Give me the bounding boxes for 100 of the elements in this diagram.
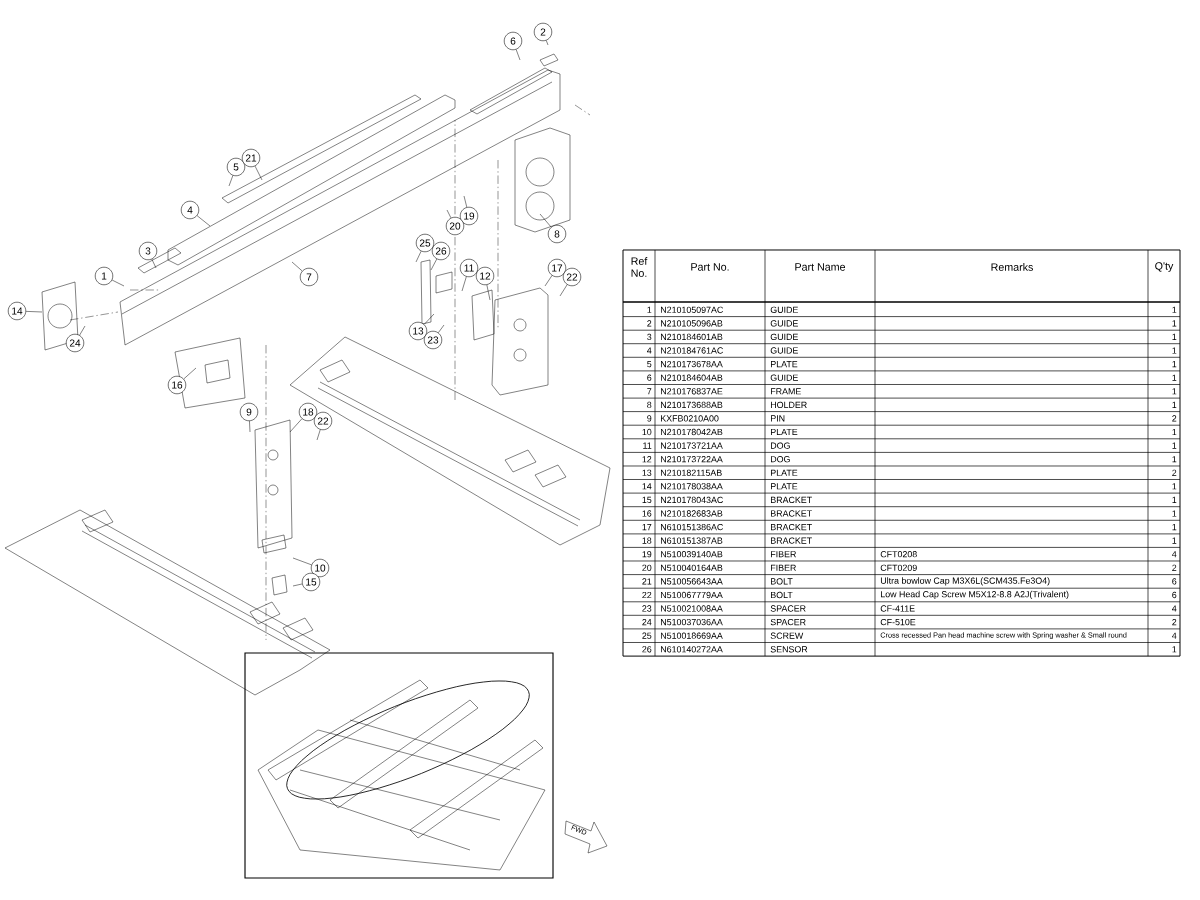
table-header: Ref No. [631,257,648,277]
table-cell: GUIDE [770,374,798,381]
table-cell: BRACKET [771,496,812,504]
callout-number: 16 [167,375,187,395]
callout-number: 22 [562,267,582,287]
callout-number: 18 [298,402,318,422]
table-cell: PIN [771,415,785,422]
table-cell: 13 [642,469,652,476]
table-cell: 1 [1172,442,1177,449]
table-cell: N210105096AB [661,320,723,327]
callout-number: 26 [431,241,451,261]
callout-number: 8 [547,224,567,244]
callout-number: 6 [503,31,523,51]
table-cell: FIBER [771,564,796,571]
table-cell: PLATE [771,469,798,476]
callout-number: 12 [475,266,495,286]
leader-line [196,215,211,227]
table-cell: DOG [771,442,790,449]
table-cell: PLATE [771,428,798,436]
table-header: Remarks [991,263,1033,271]
table-cell: 8 [647,401,652,409]
table-cell: GUIDE [770,347,798,354]
table-cell: 1 [1172,374,1177,381]
table-cell: 2 [1172,415,1177,422]
leader-line [316,429,321,441]
table-cell: 25 [642,632,652,639]
table-cell: 1 [1172,388,1177,395]
table-cell: 1 [1172,483,1177,490]
table-cell: SPACER [770,605,806,612]
table-cell: Low Head Cap Screw M5X12-8.8 A2J(Trivalent) [881,590,1069,600]
table-cell: SENSOR [770,646,808,653]
table-cell: GUIDE [770,306,798,313]
table-cell: N510037036AA [661,618,723,626]
table-cell: N510067779AA [661,591,723,599]
table-cell: CFT0208 [880,551,917,558]
leader-line [151,258,157,269]
table-cell: KXFB0210A00 [661,415,719,422]
table-cell: BOLT [771,578,793,585]
table-cell: GUIDE [770,333,798,341]
leader-line [486,284,491,301]
table-cell: BRACKET [771,537,812,544]
table-cell: HOLDER [771,401,807,409]
callout-number: 13 [408,321,428,341]
table-cell: 20 [642,564,652,571]
leader-line [446,209,452,219]
leader-line [111,279,125,287]
leader-line [254,165,263,181]
table-cell: BOLT [771,591,793,599]
table-cell: 1 [1172,646,1177,653]
table-cell: 1 [1172,537,1177,544]
table-cell: 24 [642,619,652,626]
callout-number: 25 [415,233,435,253]
table-cell: N210184604AB [661,374,723,381]
table-header: Part No. [691,263,729,271]
table-cell: 1 [1172,361,1177,368]
table-cell: N610151386AC [661,523,723,531]
table-cell: 21 [642,578,652,585]
table-cell: 1 [1172,510,1177,517]
table-cell: 2 [1172,469,1177,476]
callout-number: 3 [138,241,158,261]
table-cell: 1 [1172,401,1177,408]
table-cell: 1 [1172,320,1177,327]
table-cell: SPACER [770,618,806,626]
leader-line [292,557,312,566]
callout-number: 14 [7,301,27,321]
callout-number: 1 [94,266,114,286]
table-cell: PLATE [771,483,798,490]
callout-number: 2 [533,22,553,42]
leader-line [292,583,303,587]
callout-number: 7 [299,267,319,287]
table-cell: 6 [1172,578,1177,585]
table-cell: N210182683AB [661,510,723,517]
table-cell: N510056643AA [661,578,723,585]
table-cell: 1 [1172,333,1177,340]
callout-number: 11 [459,258,479,278]
table-cell: 26 [642,646,652,653]
table-cell: 6 [647,374,652,381]
callout-number: 22 [313,411,333,431]
table-cell: 5 [647,361,652,368]
table-cell: BRACKET [771,523,812,531]
callout-number: 4 [180,200,200,220]
table-cell: Ultra bowlow Cap M3X6L(SCM435.Fe3O4) [880,577,1050,586]
leader-line [461,276,467,292]
table-cell: N210173721AA [661,442,723,449]
table-cell: SCREW [770,632,804,639]
leader-line [415,250,422,263]
table-cell: 2 [1172,564,1177,571]
table-cell: N610151387AB [661,537,723,544]
table-cell: 4 [1172,605,1177,612]
table-cell: BRACKET [771,510,812,517]
table-cell: 17 [642,524,652,531]
table-cell: N210178043AC [661,496,723,504]
table-cell: N210176837AE [661,388,723,395]
table-cell: 18 [642,537,652,544]
table-cell: N210178042AB [661,428,723,436]
table-cell: CF-510E [880,618,916,626]
table-cell: N510040164AB [661,564,723,571]
table-cell: N510018669AA [661,632,723,639]
table-cell: N210173722AA [661,456,723,463]
leader-line [79,325,86,336]
